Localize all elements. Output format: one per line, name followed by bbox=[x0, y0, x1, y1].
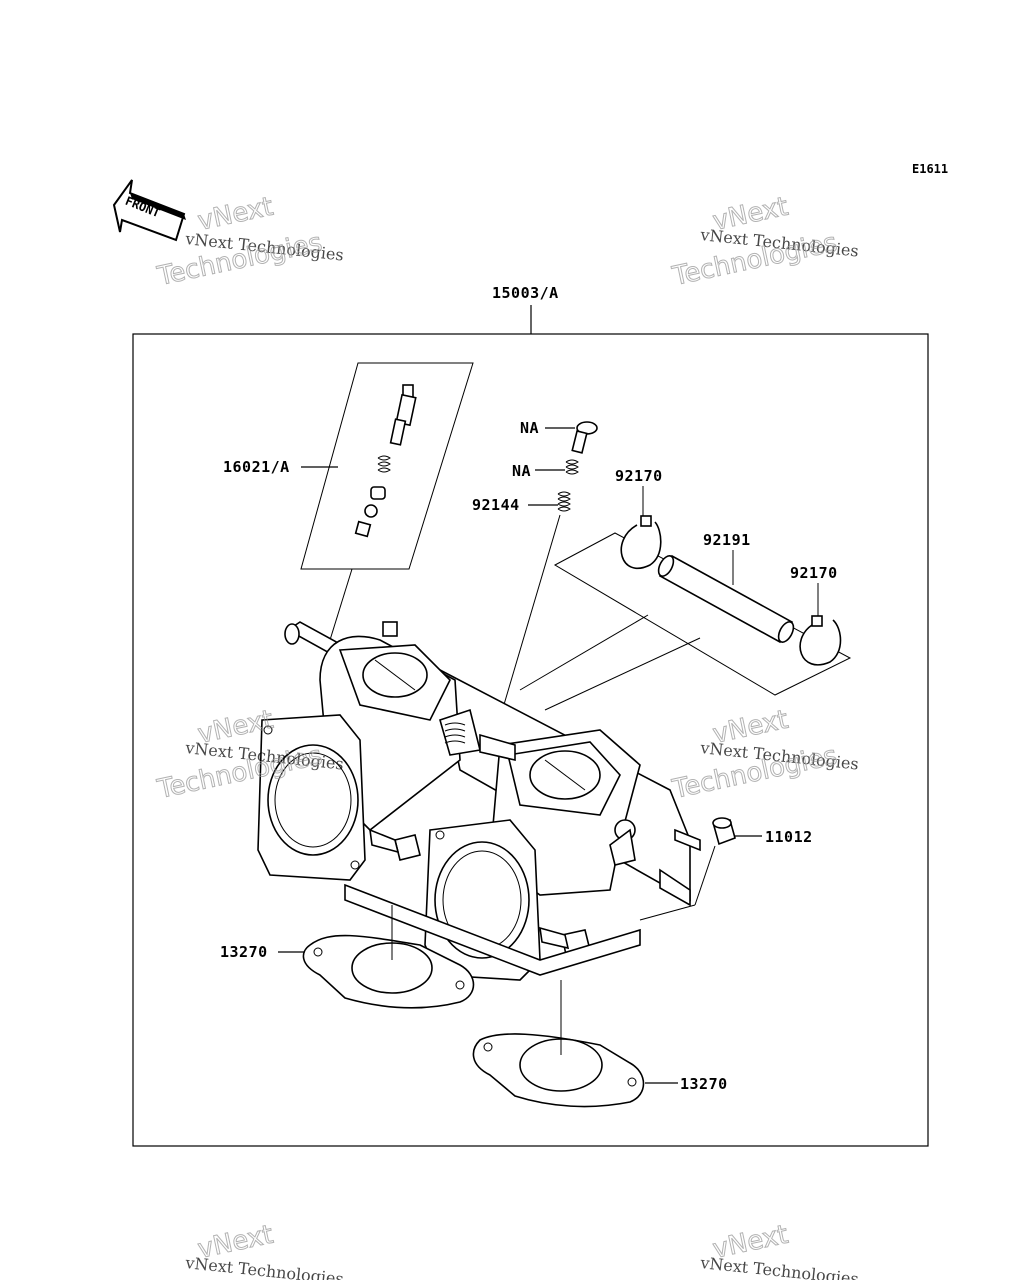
cap-part bbox=[712, 817, 736, 846]
clamp-part-lower bbox=[799, 615, 842, 666]
screw-set-frame bbox=[300, 362, 474, 570]
throttle-body-part bbox=[257, 621, 701, 981]
label-13270-left: 13270 bbox=[220, 943, 268, 961]
label-92191: 92191 bbox=[703, 531, 751, 549]
screw-part bbox=[557, 421, 598, 512]
label-16021a: 16021/A bbox=[223, 458, 290, 476]
pilot-screw-part bbox=[354, 384, 417, 538]
hose-part bbox=[657, 554, 795, 644]
label-13270-right: 13270 bbox=[680, 1075, 728, 1093]
gasket-part-left bbox=[302, 934, 475, 1009]
label-15003a: 15003/A bbox=[492, 284, 559, 302]
svg-text:vNext: vNext bbox=[195, 192, 276, 237]
label-92170-upper: 92170 bbox=[615, 467, 663, 485]
label-na-mid: NA bbox=[512, 462, 531, 480]
label-11012: 11012 bbox=[765, 828, 813, 846]
gasket-part-right bbox=[472, 1033, 645, 1108]
front-arrow-icon: FRONT bbox=[112, 179, 186, 242]
hose-clamp-frame bbox=[553, 532, 852, 696]
label-na-top: NA bbox=[520, 419, 539, 437]
clamp-part-upper bbox=[620, 515, 662, 570]
diagram-code: E1611 bbox=[912, 162, 948, 176]
label-92144: 92144 bbox=[472, 496, 520, 514]
label-92170-lower: 92170 bbox=[790, 564, 838, 582]
